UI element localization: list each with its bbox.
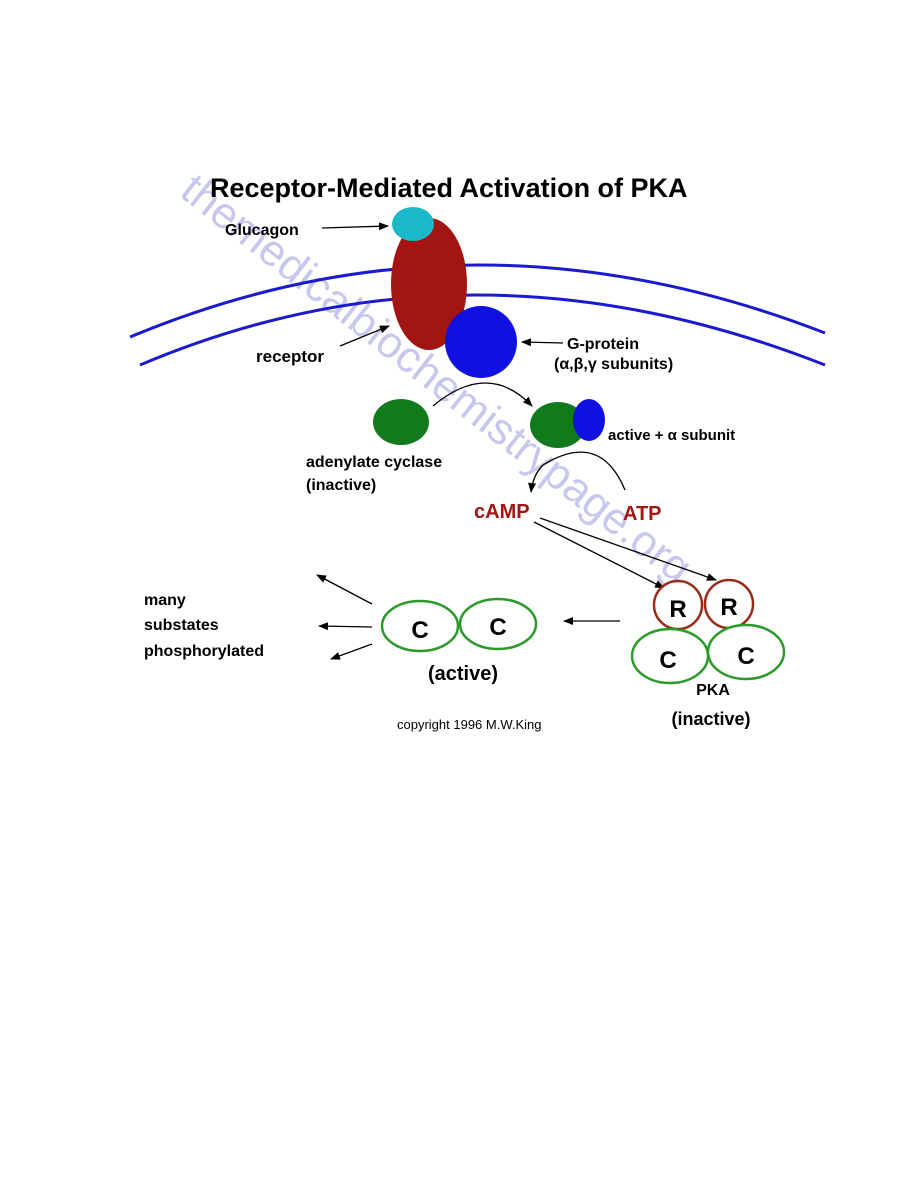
- diagram-title: Receptor-Mediated Activation of PKA: [210, 173, 688, 203]
- glucagon-shape: [392, 207, 434, 241]
- atp-to-camp-arrow: [528, 451, 626, 493]
- g-protein-shape: [445, 306, 517, 378]
- adenylate-cyclase-state-label: (inactive): [306, 477, 376, 494]
- pka-c-subunit-1-label: C: [659, 647, 676, 674]
- phosphorylated-label: phosphorylated: [144, 643, 264, 660]
- atp-label: ATP: [623, 503, 662, 525]
- receptor-label: receptor: [256, 347, 324, 366]
- alpha-subunit-shape: [573, 399, 605, 441]
- many-label: many: [144, 592, 186, 609]
- g-protein-subunits-label: (α,β,γ subunits): [554, 356, 673, 373]
- camp-label: cAMP: [474, 501, 530, 523]
- membrane-outer: [129, 263, 826, 339]
- copyright-label: copyright 1996 M.W.King: [397, 717, 542, 732]
- pka-state-label: (inactive): [671, 709, 750, 729]
- substrate-arrow-up: [316, 574, 373, 605]
- active-c-subunit-1-label: C: [411, 617, 428, 644]
- substates-label: substates: [144, 617, 219, 634]
- active-c-subunit-2-label: C: [489, 614, 506, 641]
- g-protein-label: G-protein: [567, 336, 639, 353]
- glucagon-arrow: [321, 222, 389, 231]
- pka-c-subunit-2: [706, 623, 786, 681]
- active-c-subunit-1: [380, 599, 460, 653]
- adenylate-cyclase-active-shape: [530, 402, 586, 448]
- pka-c-subunit-2-label: C: [737, 643, 754, 670]
- g-protein-arrow: [521, 338, 564, 347]
- pka-r-subunit-2-label: R: [720, 594, 737, 621]
- membrane-inner: [139, 293, 826, 367]
- active-alpha-label: active + α subunit: [608, 427, 735, 444]
- pka-label: PKA: [696, 682, 730, 699]
- substrate-arrow-middle: [318, 622, 373, 631]
- receptor-shape: [391, 218, 467, 350]
- camp-to-r2-arrow: [539, 517, 717, 581]
- glucagon-label: Glucagon: [225, 222, 299, 239]
- pka-r-subunit-1-label: R: [669, 596, 686, 623]
- adenylate-cyclase-label: adenylate cyclase: [306, 454, 442, 471]
- adenylate-cyclase-inactive-shape: [373, 399, 429, 445]
- camp-to-r1-arrow: [533, 521, 665, 589]
- substrate-arrow-down: [330, 643, 373, 660]
- activation-arrow: [432, 382, 533, 407]
- active-c-label: (active): [428, 663, 498, 685]
- active-c-subunit-2: [458, 597, 538, 651]
- receptor-arrow: [339, 325, 390, 347]
